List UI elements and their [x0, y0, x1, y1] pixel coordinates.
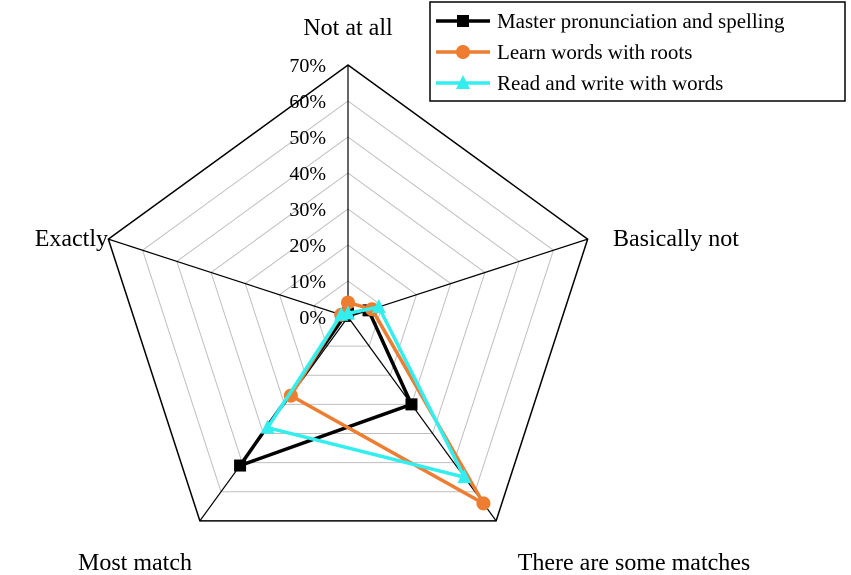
- legend-marker-read-write: [456, 75, 470, 89]
- legend-marker-master-pronunciation: [457, 15, 469, 27]
- series-layer: [234, 295, 491, 511]
- data-point-read-and-write-with-words-there-are-some-matches: [457, 469, 472, 484]
- grid-ring-5: [176, 136, 520, 464]
- radial-tick-label: 20%: [289, 235, 326, 257]
- axis-label-not-at-all: Not at all: [303, 15, 393, 41]
- legend-label-read-write: Read and write with words: [497, 71, 723, 95]
- data-point-read-and-write-with-words-basically-not: [371, 298, 386, 313]
- legend-label-master-pronunciation: Master pronunciation and spelling: [497, 9, 785, 33]
- data-point-read-and-write-with-words-exactly: [334, 306, 349, 321]
- radial-tick-label: 40%: [289, 163, 326, 185]
- radial-tick-label: 60%: [289, 91, 326, 113]
- radar-grid: [107, 64, 589, 522]
- legend-label-learn-roots: Learn words with roots: [497, 40, 692, 64]
- legend-item-master-pronunciation: Master pronunciation and spelling: [436, 9, 785, 33]
- legend-item-read-write: Read and write with words: [436, 71, 723, 95]
- grid-ring-6: [141, 100, 555, 493]
- radial-tick-label: 10%: [289, 271, 326, 293]
- grid-ring-3: [244, 208, 452, 405]
- spoke-exactly: [108, 238, 349, 318]
- legend: Master pronunciation and spelling Learn …: [429, 1, 846, 102]
- axis-label-basically-not: Basically not: [613, 226, 739, 252]
- axis-label-there-are-some-matches: There are some matches: [518, 550, 751, 575]
- data-point-master-pronunciation-and-spelling-there-are-some-matches: [405, 398, 418, 411]
- radial-tick-labels: 0% 10% 20% 30% 40% 50% 60% 70%: [289, 55, 326, 329]
- grid-ring-7: [107, 64, 589, 522]
- radial-tick-label: 70%: [289, 55, 326, 77]
- data-point-master-pronunciation-and-spelling-most-match: [234, 459, 247, 472]
- grid-ring-4: [210, 172, 486, 434]
- axis-labels: Not at all Basically not There are some …: [35, 15, 751, 575]
- data-point-learn-words-with-roots-not-at-all: [341, 295, 355, 310]
- series-read-and-write-with-words: [260, 298, 472, 484]
- radial-tick-label: 0%: [299, 307, 326, 329]
- radial-tick-label: 30%: [289, 199, 326, 221]
- legend-item-learn-roots: Learn words with roots: [436, 40, 692, 64]
- radial-tick-label: 50%: [289, 127, 326, 149]
- spoke-there-are-some-matches: [347, 316, 497, 522]
- data-point-read-and-write-with-words-most-match: [260, 419, 275, 434]
- spoke-basically-not: [347, 238, 588, 318]
- data-point-learn-words-with-roots-there-are-some-matches: [476, 496, 491, 511]
- grid-ring-1: [313, 280, 383, 347]
- axis-label-exactly: Exactly: [35, 226, 108, 252]
- axis-label-most-match: Most match: [78, 550, 192, 575]
- legend-marker-learn-roots: [456, 45, 470, 59]
- legend-box: [429, 1, 846, 102]
- grid-ring-2: [278, 244, 418, 376]
